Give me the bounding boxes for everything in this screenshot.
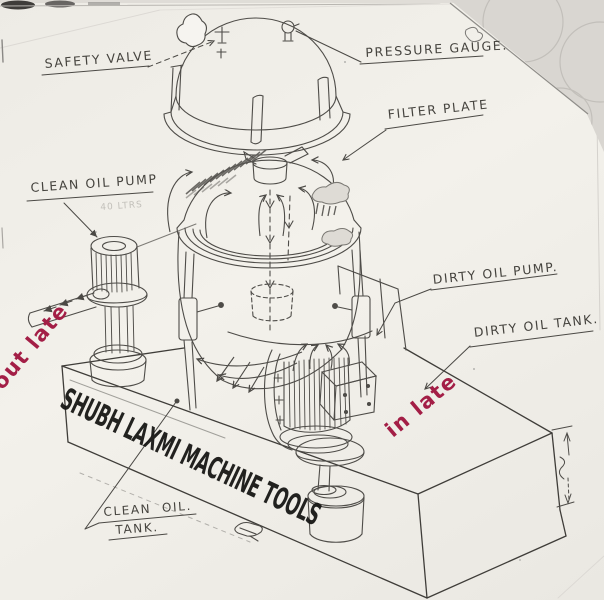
tank (61, 265, 575, 599)
motor-plus-marks (273, 373, 285, 425)
clean-oil-pump-leader (63, 202, 98, 238)
pedestal (337, 265, 407, 351)
corner-shade (449, 0, 604, 152)
filter-axis-arrows (265, 200, 294, 290)
clean-oil-tank-label-line2: TANK. (115, 519, 160, 537)
filter-axis (269, 189, 291, 333)
center-drop-tube (250, 283, 294, 322)
corner-blob (464, 26, 484, 43)
pump-shaft (311, 464, 337, 496)
under-vessel-arrows (197, 344, 350, 392)
dirty-oil-tank-leader (425, 345, 471, 389)
lid-handle-blob (176, 13, 208, 48)
pressure-gauge-underline (359, 55, 484, 65)
dirty-oil-tank-underline (469, 330, 594, 348)
tank-latch (234, 521, 263, 542)
clean-oil-pump-underline (26, 191, 154, 202)
clean-oil-pump-drawing (27, 235, 148, 388)
filter-plate-leader (343, 129, 387, 160)
junction-box (319, 361, 378, 421)
pressure-gauge-fitting (281, 20, 300, 42)
vessel-dome-hatching (185, 149, 267, 199)
dirty-oil-pump-underline (430, 273, 558, 291)
clean-oil-tank-leader (84, 401, 177, 530)
safety-valve-fitting (214, 26, 230, 59)
safety-valve-underline (41, 65, 150, 76)
clean-oil-tank-underline-join (84, 522, 100, 530)
dimension-marks (551, 425, 575, 508)
safety-valve-leader (147, 41, 214, 68)
dirty-oil-pump-leader (377, 288, 432, 335)
leader-lines (26, 30, 594, 541)
vessel-swirl-arrows (167, 160, 334, 239)
clean-oil-tank-underline-2 (108, 533, 168, 541)
suction-cylinder (307, 485, 365, 543)
clean-oil-tank-underline-1 (98, 513, 197, 524)
outlet-pipe (27, 292, 97, 328)
lid (163, 13, 351, 156)
lid-lugs (170, 64, 331, 145)
pressure-gauge-leader (295, 30, 362, 63)
filter-plate-underline (384, 114, 484, 130)
dirty-oil-pump-motor (263, 349, 378, 543)
filter-top-fitting (243, 146, 309, 185)
mounting-disc (279, 425, 365, 467)
filter-cake-scribbles (311, 181, 354, 247)
pump-fins (95, 252, 133, 293)
